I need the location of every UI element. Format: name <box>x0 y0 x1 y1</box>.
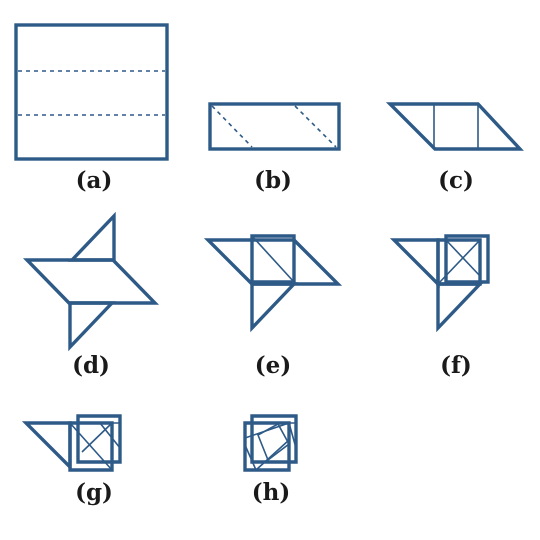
pinwheel-center <box>256 422 291 462</box>
fold-diagonal <box>437 239 481 285</box>
panel-h: (h) <box>243 414 298 506</box>
panel-b: (b) <box>208 102 341 194</box>
panel-c-caption: (c) <box>438 167 474 194</box>
fold-diagonal-a <box>69 422 113 471</box>
panel-a-caption: (a) <box>76 167 113 194</box>
fold-diagonal <box>251 235 295 283</box>
panel-g-caption: (g) <box>75 479 113 506</box>
panel-h-caption: (h) <box>252 479 291 506</box>
flap-left <box>389 238 440 289</box>
dashed-diagonal-right <box>294 105 337 148</box>
inner-tuck <box>98 422 121 451</box>
inner-tuck-right <box>287 422 297 449</box>
dashed-diagonal-left <box>211 105 253 148</box>
panel-b-caption: (b) <box>254 167 292 194</box>
inner-tuck-left <box>244 444 258 471</box>
parallelogram <box>385 102 524 151</box>
fold-diagonal-b <box>81 422 113 453</box>
flap-bottom <box>436 282 484 333</box>
flap-bottom <box>68 301 116 352</box>
square-back <box>444 234 490 284</box>
parallelogram <box>22 258 160 305</box>
panel-e: (e) <box>203 234 343 379</box>
panel-d: (d) <box>22 211 160 379</box>
panel-g: (g) <box>21 414 122 506</box>
flap-left <box>21 421 72 472</box>
flap-top <box>68 211 116 262</box>
flap-bottom <box>250 282 298 333</box>
panel-f-caption: (f) <box>440 352 472 379</box>
panel-e-caption: (e) <box>255 352 291 379</box>
fold-diagonal-b <box>255 439 290 471</box>
panel-c: (c) <box>385 102 524 194</box>
panel-f: (f) <box>389 234 490 379</box>
panel-d-caption: (d) <box>72 352 110 379</box>
square-back <box>76 414 122 464</box>
folded-strip <box>208 102 341 151</box>
fold-diagonal-inner <box>445 239 481 277</box>
parallelogram <box>203 238 343 286</box>
square-back <box>250 414 298 464</box>
square-sheet <box>14 23 169 161</box>
panel-a: (a) <box>14 23 169 194</box>
